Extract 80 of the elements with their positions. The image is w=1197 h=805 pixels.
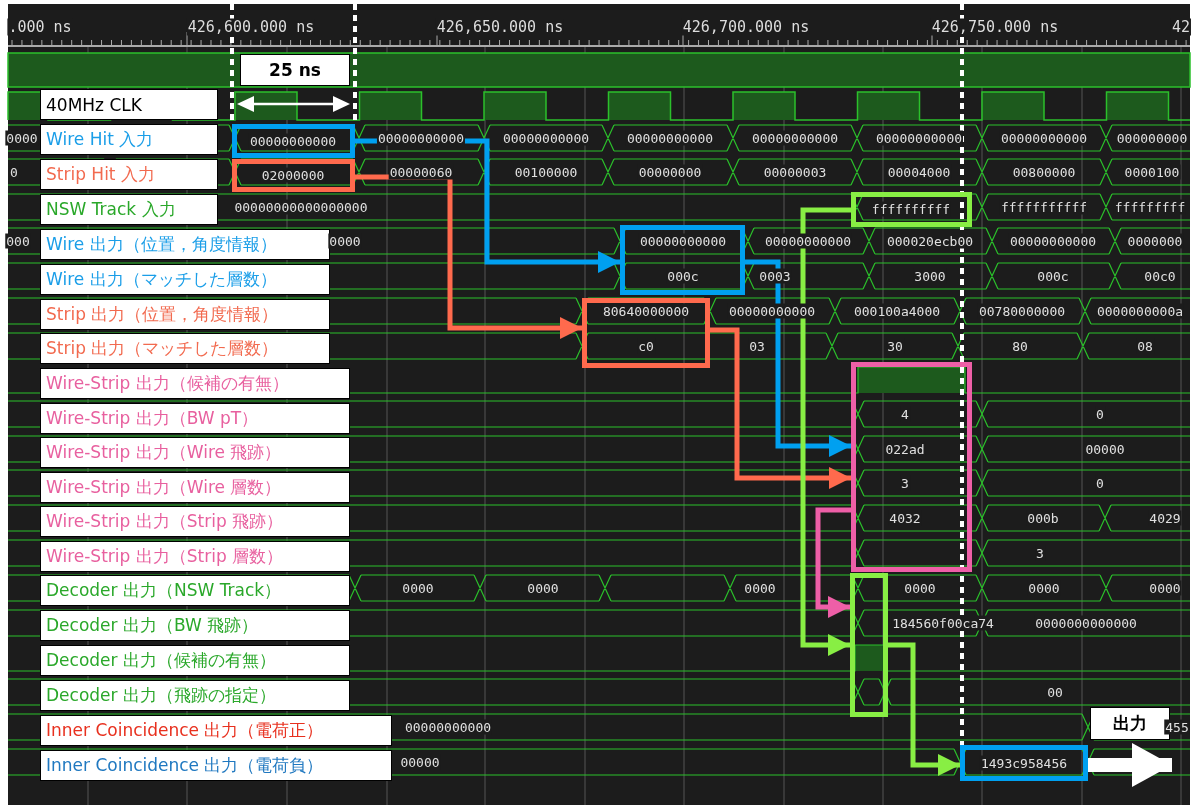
signal-value: 0000 — [328, 233, 362, 249]
signal-name-label: Wire-Strip 出力（BW pT） — [40, 403, 350, 434]
signal-name-label: Wire 出力（マッチした層数） — [40, 264, 330, 295]
highlight-box — [620, 225, 745, 295]
signal-value: 000c — [666, 268, 700, 284]
signal-value: 00000000000 — [638, 233, 728, 249]
signal-value: ffffffffff — [870, 201, 952, 217]
highlight-box — [960, 745, 1088, 781]
signal-value: 00000000000000000 — [233, 199, 369, 215]
signal-name-label: Wire-Strip 出力（Strip 層数） — [40, 541, 350, 572]
signal-name-label: Decoder 出力（NSW Track） — [40, 575, 350, 606]
signal-value: 00000000 — [637, 164, 703, 180]
signal-value: 00000000000 — [874, 130, 964, 146]
signal-value: 00000000000 — [1008, 233, 1098, 249]
signal-value: 00000000000 — [727, 303, 817, 319]
signal-value: 455 — [1164, 719, 1190, 735]
signal-value: 0000000 — [1126, 233, 1184, 249]
signal-value: 022ad — [884, 441, 926, 457]
signal-value: 0003 — [758, 268, 792, 284]
signal-name-label: Decoder 出力（BW 飛跡） — [40, 610, 350, 641]
signal-value: 00000000000 — [403, 719, 493, 735]
signal-value: 00000000000 — [376, 130, 466, 146]
signal-value: 000 — [5, 233, 31, 249]
signal-name-label: Wire 出力（位置，角度情報） — [40, 229, 330, 260]
signal-value: 1493c958456 — [979, 755, 1069, 771]
highlight-box — [851, 362, 972, 572]
signal-value: 00000000000 — [248, 133, 338, 149]
time-label: 42 — [1170, 18, 1192, 36]
signal-value: 000100a4000 — [852, 303, 942, 319]
signal-name-label: Decoder 出力（飛跡の指定） — [40, 680, 350, 711]
signal-value: fffffffffff — [999, 199, 1089, 215]
signal-value: 0000 — [1148, 580, 1182, 596]
arrow — [800, 207, 851, 656]
highlight-box — [232, 124, 355, 158]
highlight-box — [850, 573, 888, 717]
signal-value: 80640000000 — [601, 303, 691, 319]
signal-value: 4029 — [1148, 510, 1182, 526]
signal-value: 0000000000000 — [1034, 615, 1138, 631]
signal-value: 0000 — [5, 130, 39, 146]
highlight-box — [851, 192, 972, 227]
arrow — [1088, 743, 1172, 787]
signal-value: 184560f00ca74 — [891, 615, 995, 631]
signal-value: 000020ecb00 — [885, 233, 975, 249]
signal-name-label: Inner Coincidence 出力（電荷負） — [40, 750, 392, 781]
dimension-label: 25 ns — [240, 54, 350, 86]
signal-name-label: Wire-Strip 出力（Strip 飛跡） — [40, 506, 350, 537]
arrow — [888, 642, 960, 776]
signal-value: 00000000000 — [763, 233, 853, 249]
signal-name-label: Wire Hit 入力 — [40, 124, 218, 155]
signal-name-label: NSW Track 入力 — [40, 194, 218, 225]
highlight-box — [582, 298, 710, 368]
signal-name-label: Strip Hit 入力 — [40, 159, 218, 190]
signal-name-label: Wire-Strip 出力（候補の有無） — [40, 368, 350, 399]
time-label: .000 ns — [7, 18, 73, 36]
signal-value: 00000000000 — [999, 130, 1089, 146]
signal-value: 00000000000 — [625, 130, 715, 146]
signal-name-label: Wire-Strip 出力（Wire 飛跡） — [40, 437, 350, 468]
time-label: 426,600.000 ns — [186, 18, 316, 36]
arrow — [710, 327, 851, 489]
signal-value: 02000000 — [260, 167, 326, 183]
arrow — [745, 259, 851, 457]
signal-value: 00000000000 — [501, 130, 591, 146]
signal-value: 00000003 — [762, 164, 828, 180]
signal-name-label: Inner Coincidence 出力（電荷正） — [40, 715, 392, 746]
signal-value: 00000000000 — [750, 130, 840, 146]
highlight-box — [232, 159, 355, 192]
signal-value: 000b — [1026, 510, 1060, 526]
signal-name-label: Decoder 出力（候補の有無） — [40, 645, 350, 676]
signal-name-label: Strip 出力（マッチした層数） — [40, 333, 330, 364]
signal-value: fffffffff — [1113, 199, 1187, 215]
signal-value: 000000000 — [1115, 130, 1189, 146]
arrow — [815, 507, 851, 618]
signal-value: 0000000000a — [1095, 303, 1185, 319]
time-label: 426,650.000 ns — [435, 18, 565, 36]
time-label: 426,700.000 ns — [681, 18, 811, 36]
signal-name-label: Strip 出力（位置，角度情報） — [40, 299, 330, 330]
signal-name-label: 40MHz CLK — [40, 89, 218, 120]
signal-name-label: Wire-Strip 出力（Wire 層数） — [40, 472, 350, 503]
time-label: 426,750.000 ns — [930, 18, 1060, 36]
signal-value: 00780000000 — [977, 303, 1067, 319]
